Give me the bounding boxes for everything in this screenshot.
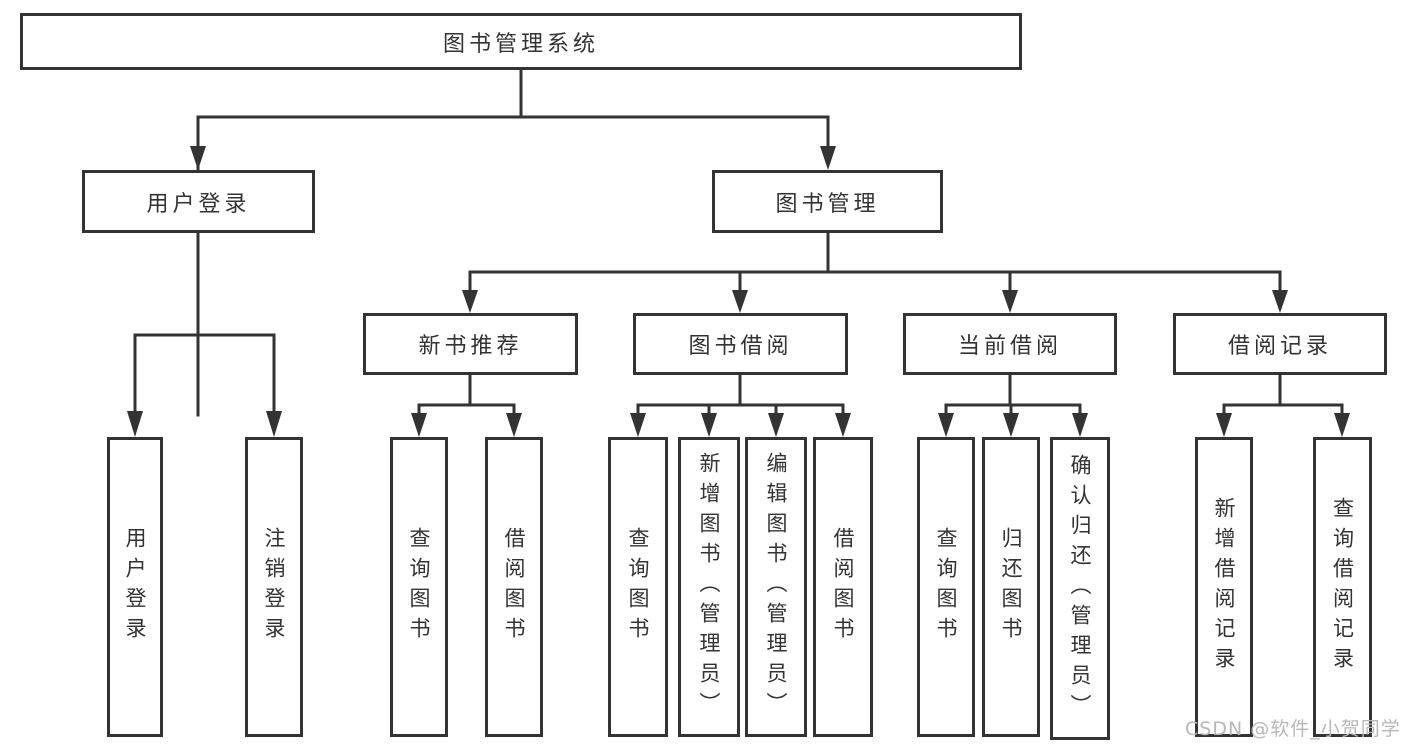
node-library-management-system: 图书管理系统 bbox=[20, 13, 1022, 70]
node-label: 新书推荐 bbox=[418, 334, 523, 359]
leaf-current-query-books: 查询图书 bbox=[917, 437, 975, 737]
leaf-label: 用户登录 bbox=[123, 527, 147, 647]
leaf-label: 查询借阅记录 bbox=[1330, 497, 1355, 677]
arrow-down-icon bbox=[1216, 413, 1232, 437]
leaf-label: 归还图书 bbox=[999, 527, 1023, 647]
node-book-borrow: 图书借阅 bbox=[633, 313, 848, 375]
arrow-down-icon bbox=[938, 413, 954, 437]
leaf-user-login: 用户登录 bbox=[107, 437, 163, 737]
arrow-down-icon bbox=[768, 413, 784, 437]
leaf-logout: 注销登录 bbox=[245, 437, 303, 737]
arrow-down-icon bbox=[1334, 413, 1350, 437]
leaf-borrow-borrow-books: 借阅图书 bbox=[813, 437, 873, 737]
connector-current-borrow-to-leaves bbox=[944, 373, 1082, 419]
leaf-label: 查询图书 bbox=[407, 527, 431, 647]
arrow-down-icon bbox=[820, 146, 836, 170]
leaf-label: 新增图书（管理员） bbox=[697, 452, 721, 722]
leaf-records-add-record: 新增借阅记录 bbox=[1195, 437, 1253, 737]
leaf-label: 确认归还（管理员） bbox=[1068, 453, 1092, 724]
leaf-borrow-add-books-admin: 新增图书（管理员） bbox=[678, 437, 740, 737]
arrow-down-icon bbox=[1003, 413, 1019, 437]
connector-user-login-to-leaves bbox=[133, 231, 276, 417]
leaf-borrow-edit-books-admin: 编辑图书（管理员） bbox=[745, 437, 807, 737]
node-borrow-records: 借阅记录 bbox=[1173, 313, 1387, 375]
node-new-book-recommend: 新书推荐 bbox=[363, 313, 578, 375]
leaf-label: 查询图书 bbox=[626, 527, 650, 647]
connector-book-borrow-to-leaves bbox=[636, 373, 845, 419]
node-user-login: 用户登录 bbox=[82, 170, 315, 233]
leaf-label: 借阅图书 bbox=[831, 527, 855, 647]
leaf-recommend-query-books: 查询图书 bbox=[390, 437, 448, 737]
leaf-label: 借阅图书 bbox=[502, 527, 526, 647]
node-label: 用户登录 bbox=[146, 191, 251, 217]
node-current-borrow: 当前借阅 bbox=[903, 313, 1117, 375]
leaf-records-query-record: 查询借阅记录 bbox=[1313, 437, 1372, 737]
node-label: 借阅记录 bbox=[1227, 334, 1332, 359]
arrow-down-icon bbox=[1002, 290, 1018, 313]
arrow-down-icon bbox=[1272, 290, 1288, 313]
arrow-down-icon bbox=[127, 411, 143, 437]
leaf-current-confirm-return-admin: 确认归还（管理员） bbox=[1050, 437, 1110, 740]
arrow-down-icon bbox=[701, 413, 717, 437]
node-label: 图书借阅 bbox=[688, 334, 793, 359]
leaf-label: 注销登录 bbox=[262, 527, 286, 647]
leaf-borrow-query-books: 查询图书 bbox=[608, 437, 668, 737]
arrow-down-icon bbox=[462, 290, 478, 313]
node-book-management: 图书管理 bbox=[712, 170, 943, 233]
leaf-current-return-books: 归还图书 bbox=[982, 437, 1040, 737]
arrow-down-icon bbox=[266, 411, 282, 437]
node-label: 图书管理系统 bbox=[442, 31, 599, 57]
node-label: 当前借阅 bbox=[957, 334, 1062, 359]
arrow-down-icon bbox=[835, 413, 851, 437]
arrow-down-icon bbox=[190, 146, 206, 170]
connector-book-management-to-level3 bbox=[468, 231, 1282, 296]
arrow-down-icon bbox=[506, 413, 522, 437]
leaf-label: 新增借阅记录 bbox=[1212, 497, 1236, 677]
leaf-label: 编辑图书（管理员） bbox=[764, 452, 788, 722]
leaf-recommend-borrow-books: 借阅图书 bbox=[485, 437, 543, 737]
node-label: 图书管理 bbox=[775, 191, 880, 217]
leaf-label: 查询图书 bbox=[934, 527, 958, 647]
arrow-down-icon bbox=[1072, 413, 1088, 437]
watermark: CSDN @软件_小贺同学 bbox=[1185, 718, 1401, 740]
arrow-down-icon bbox=[411, 413, 427, 437]
arrow-down-icon bbox=[732, 290, 748, 313]
arrow-down-icon bbox=[630, 413, 646, 437]
connector-borrow-records-to-leaves bbox=[1222, 373, 1344, 419]
connector-new-book-recommend-to-leaves bbox=[417, 373, 516, 419]
